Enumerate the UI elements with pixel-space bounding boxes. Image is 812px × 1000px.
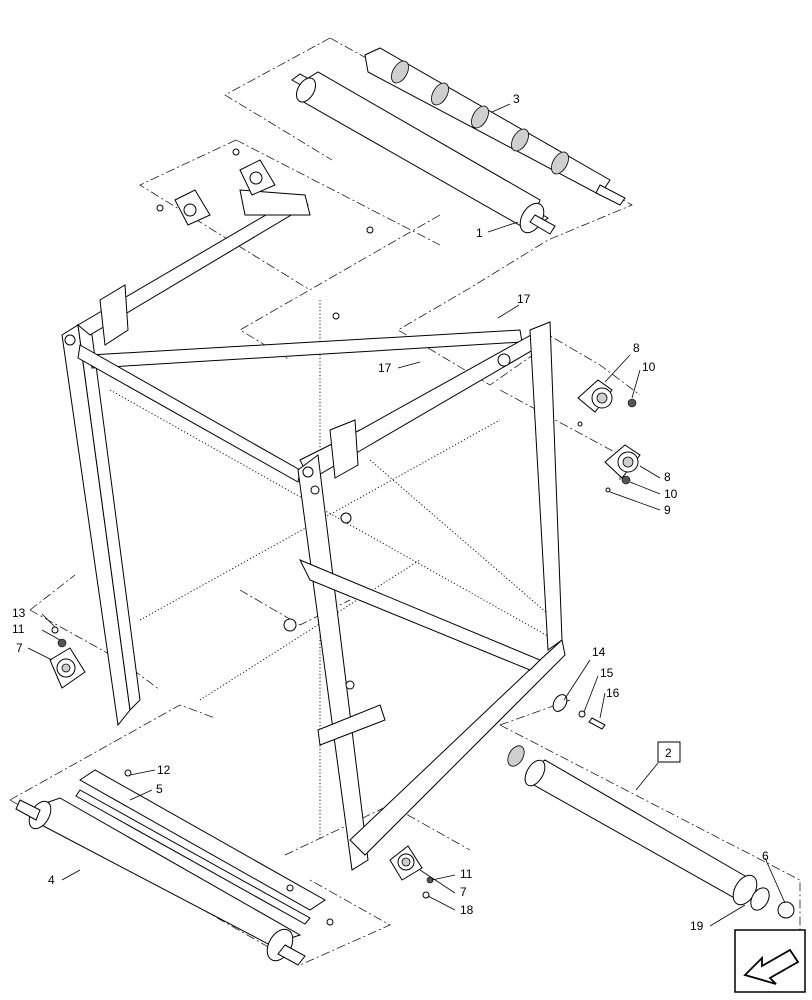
dotted-reference-lines [109, 300, 556, 840]
callout-1: 1 [476, 226, 483, 240]
callout-5: 5 [156, 782, 163, 796]
bottom-center-bearing [389, 845, 434, 899]
callout-19: 19 [690, 919, 704, 933]
callout-3: 3 [513, 92, 520, 106]
callout-7-left: 7 [16, 641, 23, 655]
right-bearing-lower [604, 444, 641, 493]
callout-18: 18 [460, 903, 474, 917]
top-bearing-blocks [156, 148, 374, 320]
callout-17-upper: 17 [517, 292, 531, 306]
callout-13: 13 [12, 606, 26, 620]
callout-4: 4 [48, 873, 55, 887]
callout-10-lower: 10 [664, 487, 678, 501]
callout-12: 12 [157, 763, 171, 777]
roller-2 [507, 745, 795, 919]
callout-15: 15 [600, 666, 614, 680]
roller-1 [291, 71, 556, 235]
arrow-left-icon[interactable] [734, 929, 806, 993]
callout-2-box [657, 741, 681, 763]
roller-3 [364, 47, 626, 206]
callout-16: 16 [606, 686, 620, 700]
left-bearing [49, 626, 86, 689]
callout-2: 2 [665, 746, 672, 760]
callout-10-upper: 10 [642, 360, 656, 374]
scraper-5 [75, 769, 334, 926]
callout-leaders [27, 103, 786, 927]
roller-4 [15, 797, 306, 966]
callout-9: 9 [664, 503, 671, 517]
right-bearing-upper [577, 379, 637, 427]
callout-14: 14 [592, 645, 606, 659]
callout-labels: 1 2 3 4 5 6 7 7 8 8 9 10 10 11 11 12 13 … [12, 92, 769, 933]
callout-11-bottom: 11 [460, 867, 473, 881]
callout-8-lower: 8 [664, 470, 671, 484]
callout-8-upper: 8 [633, 341, 640, 355]
callout-6: 6 [762, 849, 769, 863]
fasteners-14-15-16 [552, 694, 606, 730]
callout-7-bottom: 7 [460, 885, 467, 899]
callout-17-left: 17 [378, 361, 392, 375]
baler-frame [61, 189, 566, 871]
callout-11-left: 11 [12, 622, 25, 636]
